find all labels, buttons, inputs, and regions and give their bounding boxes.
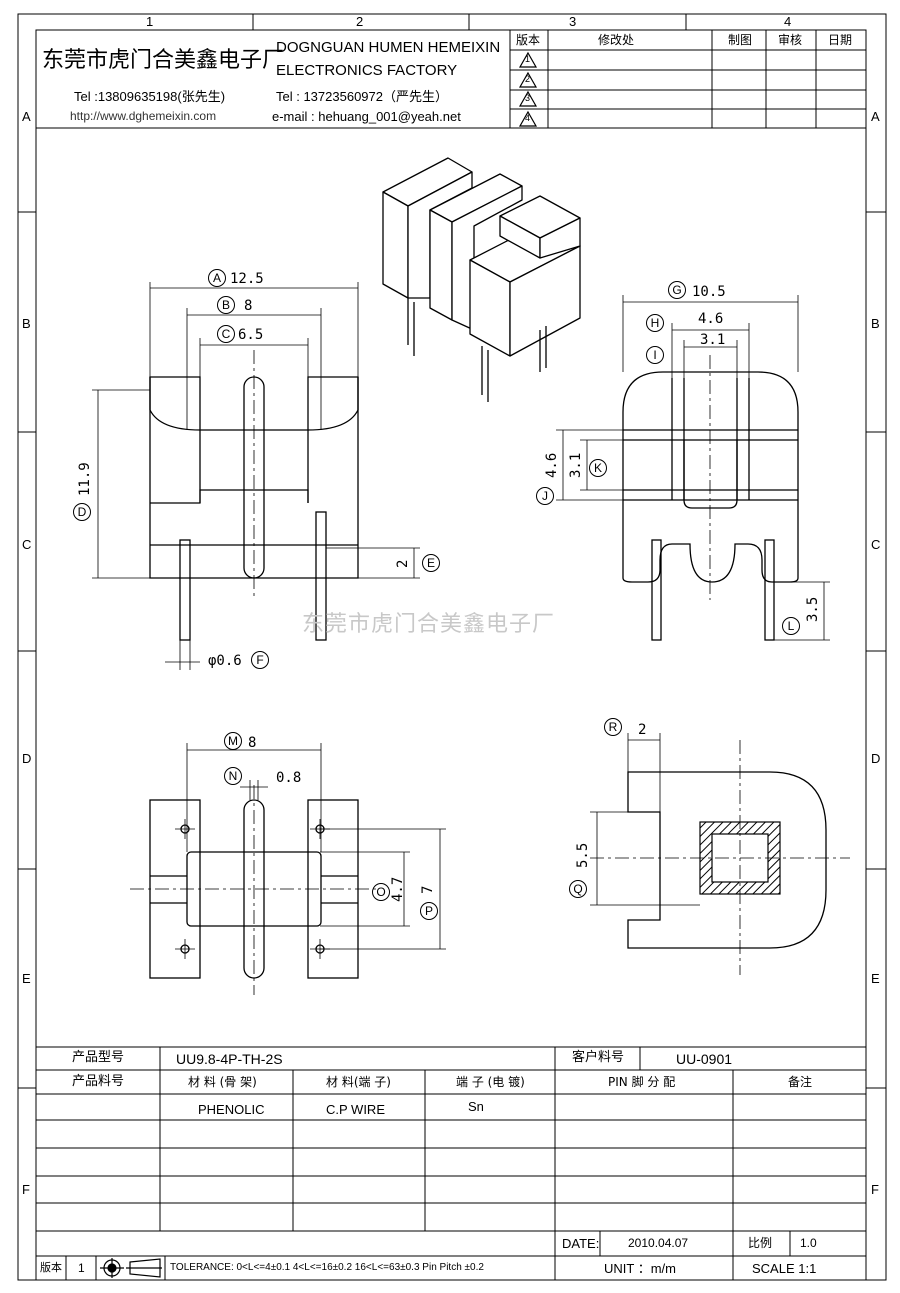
company-url[interactable]: http://www.dghemeixin.com [70,109,217,123]
column-label-3: 3 [569,14,577,29]
dim-value-e: 2 [395,559,411,568]
rev-mark-1: 1 [525,54,531,64]
column-label-2: 2 [356,14,364,29]
dim-value-r: 2 [638,722,647,738]
dim-value-q: 5.5 [575,842,591,868]
row-label-a-left: A [22,109,31,124]
rev-mark-3: 3 [525,93,531,103]
contact-email[interactable]: e-mail : hehuang_001@yeah.net [272,109,461,124]
dim-label-g: G [668,281,686,299]
customer-pn-label: 客户料号 [572,1050,625,1065]
model-label: 产品型号 [72,1050,125,1065]
dim-value-g: 10.5 [692,284,726,300]
ratio-label: 比例 [748,1236,773,1250]
dim-value-a: 12.5 [230,271,264,287]
ratio-value: 1.0 [800,1236,817,1250]
watermark-text: 东莞市虎门合美鑫电子厂 [302,612,556,637]
dim-value-o: 4.7 [390,876,406,902]
pin-assignment-label: PIN 脚 分 配 [608,1075,676,1089]
row-label-c-right: C [871,537,881,552]
dim-value-c: 6.5 [238,327,264,343]
dim-label-e: E [422,554,440,572]
footer-rev-value: 1 [78,1261,85,1275]
dim-value-m: 8 [248,735,257,751]
row-label-d-right: D [871,751,881,766]
pin-material-label: 材 料(端 子) [326,1075,391,1089]
company-name-en-2: ELECTRONICS FACTORY [276,62,458,79]
dim-label-a: A [208,269,226,287]
dim-label-j: J [536,487,554,505]
dim-value-j: 4.6 [544,452,560,478]
dim-value-n: 0.8 [276,770,302,786]
dim-label-d: D [73,503,91,521]
plating-label: 端 子 (电 镀) [456,1075,525,1089]
pin-material-value: C.P WIRE [326,1102,385,1117]
change-header: 修改处 [598,33,635,47]
row-label-c-left: C [22,537,32,552]
dim-label-n: N [224,767,242,785]
row-label-f-left: F [22,1182,30,1197]
dim-value-l: 3.5 [805,596,821,622]
row-label-a-right: A [871,109,880,124]
contact-tel-1: Tel :13809635198(张先生) [74,89,226,104]
date-label: DATE: [562,1236,600,1251]
dim-value-i: 3.1 [700,332,726,348]
column-label-1: 1 [146,14,154,29]
dim-label-o: O [372,883,390,901]
dim-value-h: 4.6 [698,311,724,327]
dim-label-b: B [217,296,235,314]
scale-label: SCALE 1:1 [752,1261,817,1276]
drawn-header: 制图 [728,33,753,47]
dim-label-q: Q [569,880,587,898]
row-label-f-right: F [871,1182,879,1197]
date-value: 2010.04.07 [628,1236,689,1250]
row-label-e-left: E [22,971,31,986]
dim-value-p: 7 [420,885,436,894]
dim-label-m: M [224,732,242,750]
rev-header: 版本 [516,33,541,47]
rev-mark-2: 2 [525,74,531,84]
rev-mark-4: 4 [525,113,531,123]
row-label-e-right: E [871,971,880,986]
company-name-cn: 东莞市虎门合美鑫电子厂 [42,48,285,73]
product-pn-label: 产品料号 [72,1074,125,1089]
dim-label-r: R [604,718,622,736]
row-label-d-left: D [22,751,32,766]
plating-value: Sn [468,1099,484,1114]
tolerance-note: TOLERANCE: 0<L<=4±0.1 4<L<=16±0.2 16<L<=… [170,1262,484,1273]
dim-value-d: 11.9 [77,462,93,496]
model-value: UU9.8-4P-TH-2S [176,1051,283,1067]
dim-label-f: F [251,651,269,669]
contact-tel-2: Tel : 13723560972（严先生） [276,89,448,104]
column-label-4: 4 [784,14,792,29]
dim-label-i: I [646,346,664,364]
dim-label-l: L [782,617,800,635]
row-label-b-right: B [871,316,880,331]
dim-label-c: C [217,325,235,343]
unit-label: UNIT ：m/m [604,1261,676,1276]
dim-label-k: K [589,459,607,477]
row-label-b-left: B [22,316,31,331]
footer-rev-label: 版本 [40,1261,62,1274]
company-name-en-1: DOGNGUAN HUMEN HEMEIXIN [276,39,501,56]
date-header: 日期 [828,33,853,47]
dim-value-k: 3.1 [568,452,584,478]
customer-pn-value: UU-0901 [676,1051,733,1067]
dim-label-h: H [646,314,664,332]
remarks-label: 备注 [788,1075,813,1089]
dim-value-f: φ0.6 [208,653,242,669]
bobbin-material-label: 材 料 (骨 架) [188,1075,257,1089]
bobbin-material-value: PHENOLIC [198,1102,265,1117]
dim-value-b: 8 [244,298,253,314]
checked-header: 审核 [778,33,803,47]
dim-label-p: P [420,902,438,920]
